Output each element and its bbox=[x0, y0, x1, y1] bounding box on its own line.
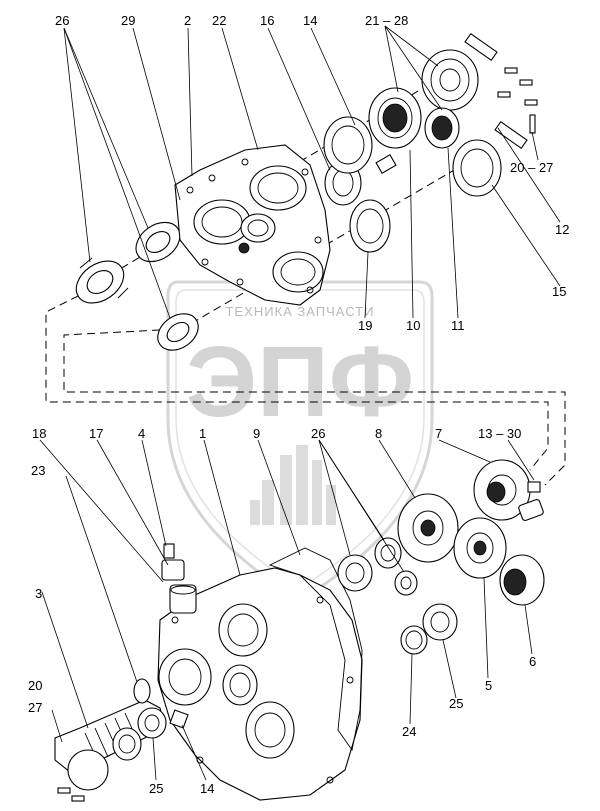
housing-1 bbox=[157, 567, 363, 801]
fitting-14-lower bbox=[169, 709, 189, 729]
gasket-14-upper bbox=[323, 116, 373, 174]
callout-18: 18 bbox=[32, 426, 46, 441]
ring-24 bbox=[400, 625, 428, 655]
bolts-20-27 bbox=[497, 67, 538, 134]
plate-20-27 bbox=[57, 749, 109, 802]
callout-21-28: 21 – 28 bbox=[365, 13, 408, 28]
callout-26-lower: 26 bbox=[311, 426, 325, 441]
callout-27-left: 27 bbox=[28, 700, 42, 715]
callout-labels: 26 29 2 22 16 14 21 – 28 20 – 27 12 15 1… bbox=[28, 13, 569, 796]
callout-2: 2 bbox=[184, 13, 191, 28]
snap-ring-23 bbox=[133, 678, 151, 704]
callout-3: 3 bbox=[35, 586, 42, 601]
callout-1: 1 bbox=[199, 426, 206, 441]
callout-22: 22 bbox=[212, 13, 226, 28]
assembly-path-inner bbox=[63, 329, 566, 486]
callout-20-27-right: 20 – 27 bbox=[510, 160, 553, 175]
callout-10: 10 bbox=[406, 318, 420, 333]
gasket-9 bbox=[268, 547, 363, 752]
callout-12: 12 bbox=[555, 222, 569, 237]
callout-17: 17 bbox=[89, 426, 103, 441]
callout-13-30: 13 – 30 bbox=[478, 426, 521, 441]
lower-assembly bbox=[54, 459, 545, 802]
leader-lines bbox=[39, 25, 561, 781]
watermark: ТЕХНИКА ЗАПЧАСТИ ЭПФ bbox=[166, 280, 434, 602]
gear-8 bbox=[397, 493, 459, 563]
gear-6 bbox=[499, 554, 545, 606]
callout-26-top: 26 bbox=[55, 13, 69, 28]
washer-14-lower bbox=[112, 727, 142, 761]
end-cover-21-28 bbox=[421, 49, 479, 111]
callout-14-top: 14 bbox=[303, 13, 317, 28]
watermark-wheat-icon bbox=[250, 445, 336, 525]
callout-5: 5 bbox=[485, 678, 492, 693]
lock-plate-top bbox=[464, 32, 498, 62]
bearing-25-left bbox=[137, 707, 167, 739]
seal-ring-11 bbox=[424, 107, 460, 149]
assembly-path-outer bbox=[45, 289, 549, 471]
callout-25-right: 25 bbox=[449, 696, 463, 711]
bearing-26-lower-a bbox=[337, 554, 373, 592]
flange-cover-10 bbox=[368, 87, 422, 149]
upper-assembly bbox=[75, 32, 538, 351]
watermark-brand-line: ТЕХНИКА ЗАПЧАСТИ bbox=[226, 304, 375, 319]
fitting-13-30 bbox=[518, 481, 544, 521]
bearing-26-mid bbox=[135, 221, 181, 263]
gear-5 bbox=[453, 517, 507, 579]
callout-11: 11 bbox=[451, 318, 465, 333]
callout-23: 23 bbox=[31, 463, 45, 478]
gasket-19 bbox=[349, 199, 391, 253]
cover-15 bbox=[452, 139, 502, 197]
callout-20-left: 20 bbox=[28, 678, 42, 693]
callout-16: 16 bbox=[260, 13, 274, 28]
washer-near-25 bbox=[394, 570, 418, 596]
callout-29: 29 bbox=[121, 13, 135, 28]
cover-plate-2 bbox=[174, 144, 331, 306]
bearing-26-lower-b bbox=[374, 537, 402, 569]
callout-14-lower: 14 bbox=[200, 781, 214, 796]
fitting-near-16 bbox=[375, 154, 397, 174]
assembly-path-top-2 bbox=[179, 154, 481, 331]
fitting-18 bbox=[169, 584, 197, 614]
cap-17 bbox=[161, 559, 185, 581]
bearing-26-lower bbox=[157, 313, 199, 351]
watermark-logo-letters: ЭПФ bbox=[186, 326, 414, 438]
callout-15: 15 bbox=[552, 284, 566, 299]
callout-7: 7 bbox=[435, 426, 442, 441]
callout-19: 19 bbox=[358, 318, 372, 333]
callout-25-left: 25 bbox=[149, 781, 163, 796]
lock-plate-12 bbox=[494, 120, 528, 150]
callout-9: 9 bbox=[253, 426, 260, 441]
callout-6: 6 bbox=[529, 654, 536, 669]
plug-4 bbox=[163, 543, 175, 559]
bearing-25-right bbox=[422, 603, 458, 641]
callout-24: 24 bbox=[402, 724, 416, 739]
callout-8: 8 bbox=[375, 426, 382, 441]
bearing-26-left bbox=[75, 257, 129, 304]
callout-4: 4 bbox=[138, 426, 145, 441]
